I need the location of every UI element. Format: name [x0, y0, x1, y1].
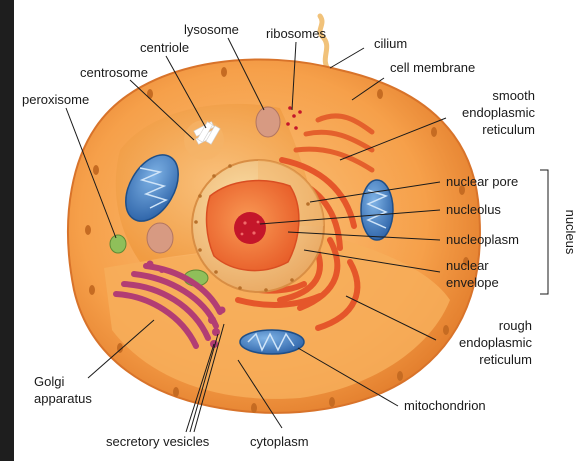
mitochondrion-shape-1 — [125, 154, 179, 222]
label-secretory-vesicles: secretory vesicles — [106, 434, 210, 449]
centrosome-shape — [184, 120, 224, 160]
label-mitochondrion: mitochondrion — [404, 398, 486, 413]
label-rough-er-3: reticulum — [479, 352, 532, 367]
lysosome-shape-2 — [146, 222, 174, 254]
label-smooth-er-3: reticulum — [482, 122, 535, 137]
label-smooth-er-1: smooth — [492, 88, 535, 103]
label-lysosome: lysosome — [184, 22, 239, 37]
nucleus-bracket — [540, 169, 549, 295]
label-peroxisome: peroxisome — [22, 92, 89, 107]
label-nucleoplasm: nucleoplasm — [446, 232, 519, 247]
membrane-dots — [85, 67, 469, 413]
label-cilium: cilium — [374, 36, 407, 51]
left-border — [0, 0, 14, 461]
label-cytoplasm: cytoplasm — [250, 434, 309, 449]
smooth-er-shape — [293, 113, 375, 173]
label-ribosomes: ribosomes — [266, 26, 326, 41]
label-centrosome: centrosome — [80, 65, 148, 80]
nuclear-pores — [194, 164, 310, 292]
label-golgi-2: apparatus — [34, 391, 92, 406]
peroxisome-shape — [109, 234, 127, 254]
label-nucleus: nucleus — [563, 210, 577, 255]
ribosomes-shape — [286, 106, 302, 130]
label-cell-membrane: cell membrane — [390, 60, 475, 75]
label-golgi-1: Golgi — [34, 374, 64, 389]
lysosome-shape — [255, 106, 281, 138]
label-nuclear-envelope-2: envelope — [446, 275, 499, 290]
leader-lines — [65, 37, 447, 433]
label-rough-er-2: endoplasmic — [459, 335, 532, 350]
label-centriole: centriole — [140, 40, 189, 55]
cilium-shape — [317, 13, 333, 75]
label-nuclear-envelope-1: nuclear — [446, 258, 489, 273]
mitochondrion-shape-3 — [239, 329, 305, 355]
label-nucleolus: nucleolus — [446, 202, 501, 217]
mitochondrion-shape-2 — [360, 179, 394, 241]
label-nuclear-pore: nuclear pore — [446, 174, 518, 189]
label-rough-er-1: rough — [499, 318, 532, 333]
label-smooth-er-2: endoplasmic — [462, 105, 535, 120]
nucleus-shape — [191, 159, 325, 293]
secretory-vesicles-shape — [146, 260, 226, 348]
